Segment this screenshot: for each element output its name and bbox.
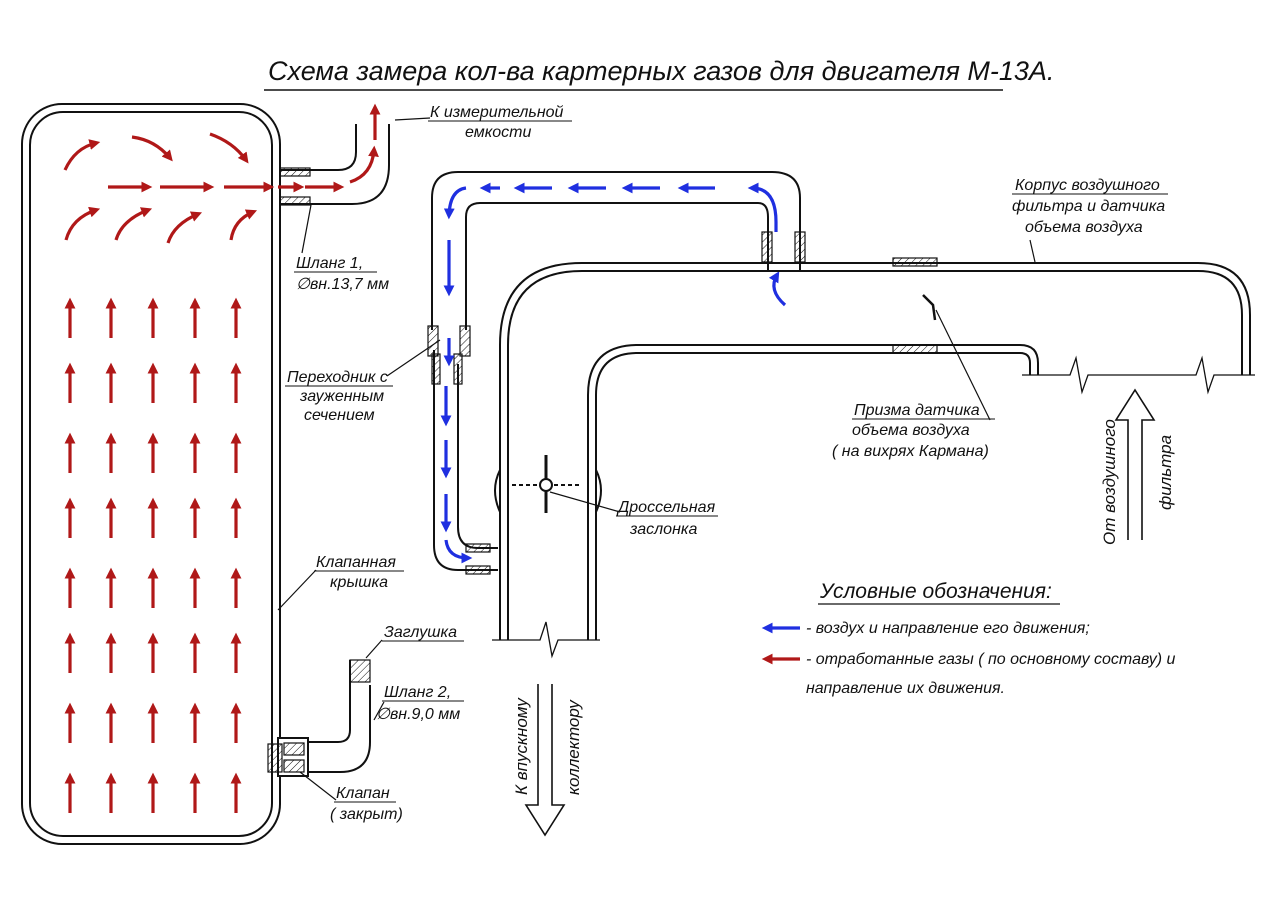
label-hose-2: Шланг 2, ∅вн.9,0 мм — [376, 684, 464, 723]
label-valve: Клапан ( закрыт) — [330, 785, 403, 823]
svg-text:Корпус воздушного: Корпус воздушного — [1015, 177, 1160, 194]
svg-text:К впускному: К впускному — [512, 697, 531, 795]
svg-text:фильтра: фильтра — [1156, 435, 1175, 510]
karman-prism — [922, 294, 991, 421]
svg-text:коллектору: коллектору — [564, 699, 583, 795]
air-flow-arrows — [440, 182, 787, 564]
svg-text:От воздушного: От воздушного — [1100, 419, 1119, 545]
svg-text:( закрыт): ( закрыт) — [330, 806, 403, 823]
svg-text:Переходник с: Переходник с — [287, 369, 388, 386]
valve-cover-body — [21, 103, 281, 845]
intake-duct — [492, 257, 1255, 659]
svg-text:Дроссельная: Дроссельная — [616, 499, 716, 516]
svg-text:зауженным: зауженным — [299, 388, 384, 405]
svg-text:Шланг 1,: Шланг 1, — [296, 255, 363, 272]
svg-text:емкости: емкости — [465, 124, 531, 141]
label-prism: Призма датчика объема воздуха ( на вихря… — [832, 402, 995, 460]
svg-text:крышка: крышка — [330, 574, 388, 591]
svg-text:∅вн.9,0 мм: ∅вн.9,0 мм — [376, 706, 460, 723]
legend: Условные обозначения: - воздух и направл… — [761, 580, 1176, 697]
label-to-intake: К впускному коллектору — [512, 697, 583, 795]
hose-2 — [267, 639, 383, 801]
svg-text:объема воздуха: объема воздуха — [1025, 219, 1143, 236]
exhaust-horizontal-arrows — [108, 103, 381, 193]
svg-text:Призма датчика: Призма датчика — [854, 402, 980, 419]
svg-text:( на вихрях Кармана): ( на вихрях Кармана) — [832, 443, 989, 460]
label-hose-1: Шланг 1, ∅вн.13,7 мм — [294, 255, 389, 293]
svg-text:объема воздуха: объема воздуха — [852, 422, 970, 439]
svg-text:направление их движения.: направление их движения. — [806, 680, 1005, 697]
svg-text:фильтра и датчика: фильтра и датчика — [1012, 198, 1165, 215]
svg-text:Клапанная: Клапанная — [316, 554, 396, 571]
label-adapter: Переходник с зауженным сечением — [285, 369, 393, 424]
svg-text:∅вн.13,7 мм: ∅вн.13,7 мм — [296, 276, 389, 293]
svg-text:Клапан: Клапан — [336, 785, 390, 802]
diagram-title: Схема замера кол-ва картерных газов для … — [268, 56, 1054, 86]
svg-text:Шланг 2,: Шланг 2, — [384, 684, 451, 701]
air-return-pipe — [427, 171, 806, 575]
from-filter-arrow — [1114, 388, 1156, 540]
svg-text:Заглушка: Заглушка — [384, 624, 457, 641]
throttle-valve — [512, 455, 621, 513]
label-measuring-tank: К измерительной емкости — [428, 104, 572, 141]
leader-lines — [277, 117, 1036, 721]
svg-text:- отработанные газы ( по осн: - отработанные газы ( по основному соста… — [806, 651, 1176, 668]
svg-text:- воздух и направление его дви: - воздух и направление его движения; — [806, 620, 1090, 637]
label-plug: Заглушка — [382, 624, 464, 642]
svg-text:К измерительной: К измерительной — [430, 104, 564, 121]
label-valve-cover: Клапанная крышка — [314, 554, 404, 591]
label-throttle: Дроссельная заслонка — [616, 499, 718, 538]
svg-text:заслонка: заслонка — [629, 521, 697, 538]
to-intake-arrow — [524, 684, 566, 837]
label-filter-housing: Корпус воздушного фильтра и датчика объе… — [1012, 177, 1168, 236]
label-from-filter: От воздушного фильтра — [1100, 419, 1175, 545]
exhaust-flow-arrows — [64, 297, 242, 813]
svg-text:Условные обозначения:: Условные обозначения: — [819, 580, 1052, 603]
exhaust-curved-arrows — [63, 132, 258, 244]
svg-text:сечением: сечением — [304, 407, 375, 424]
hose-1 — [279, 124, 390, 206]
